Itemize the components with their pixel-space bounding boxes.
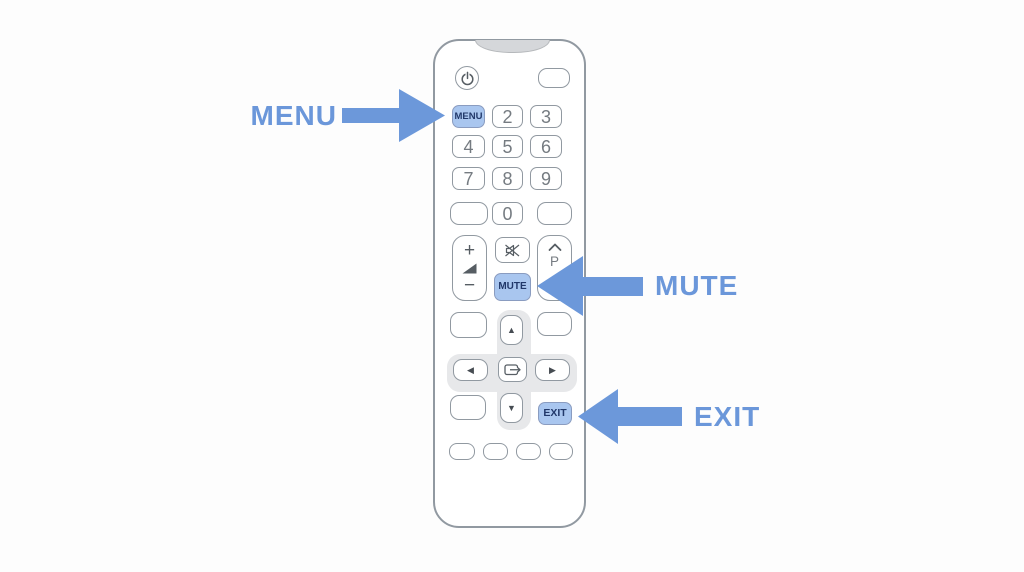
menu-callout-label: MENU — [250, 100, 337, 131]
mute-arrow-left-icon — [537, 256, 643, 316]
volume-up-label: + — [463, 240, 476, 261]
dpad-up-button[interactable]: ▲ — [500, 315, 523, 345]
blank-button-top-right[interactable] — [538, 68, 570, 88]
button-2[interactable]: 2 — [492, 105, 523, 128]
exit-arrow-left-icon — [578, 389, 682, 444]
volume-down-label: − — [463, 275, 476, 296]
button-0[interactable]: 0 — [492, 202, 523, 225]
enter-icon — [503, 364, 522, 376]
function-button-3[interactable] — [516, 443, 541, 460]
dpad-right-button[interactable]: ▶ — [535, 359, 570, 381]
button-3[interactable]: 3 — [530, 105, 562, 128]
button-6[interactable]: 6 — [530, 135, 562, 158]
power-button[interactable] — [455, 66, 479, 90]
button-7[interactable]: 7 — [452, 167, 485, 190]
volume-level-icon — [462, 263, 477, 273]
function-button-2[interactable] — [483, 443, 508, 460]
function-button-4[interactable] — [549, 443, 573, 460]
power-icon — [460, 70, 474, 85]
dpad-left-button[interactable]: ◀ — [453, 359, 488, 381]
channel-p-label: P — [549, 254, 559, 269]
button-4[interactable]: 4 — [452, 135, 485, 158]
menu-arrow-right-icon — [342, 89, 445, 142]
blank-button-right-of-0[interactable] — [537, 202, 572, 225]
menu-button[interactable]: MENU — [452, 105, 485, 128]
speaker-muted-icon — [505, 244, 520, 256]
ir-notch — [475, 40, 550, 53]
blank-button-mid-left[interactable] — [450, 312, 487, 338]
blank-button-bottom-left[interactable] — [450, 395, 486, 420]
chevron-up-icon — [548, 243, 561, 251]
exit-button[interactable]: EXIT — [538, 402, 572, 425]
mute-button[interactable]: MUTE — [494, 273, 531, 301]
blank-button-left-of-0[interactable] — [450, 202, 488, 225]
button-8[interactable]: 8 — [492, 167, 523, 190]
dpad-down-button[interactable]: ▼ — [500, 393, 523, 423]
volume-rocker[interactable]: + − — [452, 235, 487, 301]
exit-callout-label: EXIT — [694, 401, 761, 432]
function-button-1[interactable] — [449, 443, 475, 460]
button-9[interactable]: 9 — [530, 167, 562, 190]
mute-callout-label: MUTE — [655, 270, 739, 301]
button-5[interactable]: 5 — [492, 135, 523, 158]
blank-button-mid-right[interactable] — [537, 312, 572, 336]
dpad-center-button[interactable] — [498, 357, 527, 382]
mute-icon-button[interactable] — [495, 237, 530, 263]
